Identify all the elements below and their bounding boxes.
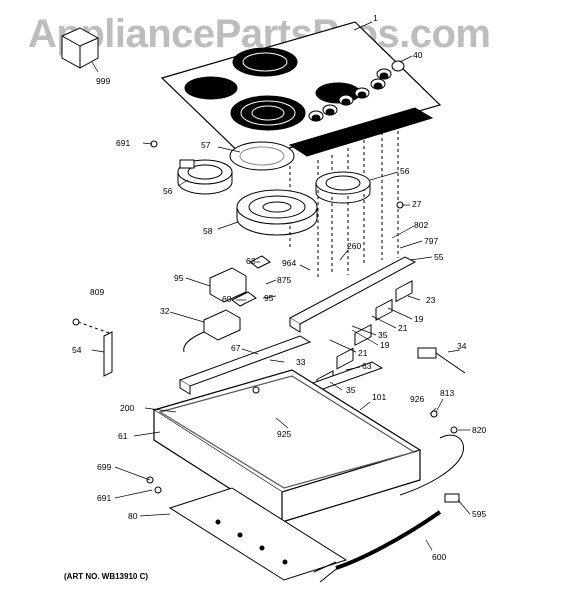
callout-101: 101 xyxy=(372,392,386,402)
callout-19-right: 19 xyxy=(414,314,424,324)
part-999-box xyxy=(61,27,99,69)
wire-harness-595 xyxy=(399,434,464,503)
callout-labels: 999 1 40 691 57 56 56 27 58 802 797 260 … xyxy=(72,13,486,562)
callout-964: 964 xyxy=(282,258,296,268)
callout-35-top: 35 xyxy=(378,330,388,340)
control-knobs xyxy=(308,60,405,122)
terminal-block-34 xyxy=(417,347,466,374)
callout-802: 802 xyxy=(414,220,428,230)
callout-67: 67 xyxy=(231,343,241,353)
glass-cooktop xyxy=(160,21,442,161)
callout-691-bottom: 691 xyxy=(97,493,111,503)
bracket-60 xyxy=(231,291,257,307)
cooktop-base-box xyxy=(152,369,422,524)
leader-lines xyxy=(91,21,471,551)
callout-925: 925 xyxy=(277,429,291,439)
bracket-95 xyxy=(209,267,247,303)
callout-1: 1 xyxy=(373,13,378,23)
callout-999: 999 xyxy=(96,76,110,86)
callout-595: 595 xyxy=(472,509,486,519)
radiant-element-58 xyxy=(236,189,318,236)
radiant-element-56-left xyxy=(177,159,233,195)
callout-54: 54 xyxy=(72,345,82,355)
callout-699: 699 xyxy=(97,462,111,472)
callout-33: 33 xyxy=(296,357,306,367)
switch-32 xyxy=(183,309,241,353)
callout-260: 260 xyxy=(347,241,361,251)
bracket-55 xyxy=(288,256,417,333)
callout-600: 600 xyxy=(432,552,446,562)
callout-61: 61 xyxy=(118,431,128,441)
callout-60: 60 xyxy=(222,294,232,304)
screws xyxy=(72,140,458,494)
callout-40: 40 xyxy=(413,50,423,60)
callout-56-right: 56 xyxy=(400,166,410,176)
callout-200: 200 xyxy=(120,403,134,413)
callout-21-right: 21 xyxy=(398,323,408,333)
power-cord-600 xyxy=(313,510,442,583)
callout-27: 27 xyxy=(412,199,422,209)
callout-62: 62 xyxy=(246,256,256,266)
callout-80: 80 xyxy=(128,511,138,521)
callout-56-left: 56 xyxy=(163,186,173,196)
callout-34: 34 xyxy=(457,341,467,351)
callout-23: 23 xyxy=(426,295,436,305)
radiant-element-57 xyxy=(229,141,295,171)
callout-35-bottom: 35 xyxy=(346,385,356,395)
bracket-54 xyxy=(103,331,113,377)
callout-809: 809 xyxy=(90,287,104,297)
callout-813: 813 xyxy=(440,388,454,398)
callout-95-left: 95 xyxy=(174,273,184,283)
callout-32: 32 xyxy=(160,306,170,316)
callout-55: 55 xyxy=(434,252,444,262)
callout-63: 63 xyxy=(362,361,372,371)
callout-21-left: 21 xyxy=(358,348,368,358)
callout-95-right: 95 xyxy=(264,293,274,303)
callout-57: 57 xyxy=(201,140,211,150)
bottom-plate-80 xyxy=(168,487,348,581)
callout-691-top: 691 xyxy=(116,138,130,148)
callout-820: 820 xyxy=(472,425,486,435)
callout-19-left: 19 xyxy=(380,340,390,350)
callout-926: 926 xyxy=(410,394,424,404)
rail-67 xyxy=(178,335,312,395)
callout-875: 875 xyxy=(277,275,291,285)
radiant-element-56-right xyxy=(315,171,371,204)
infinite-switches xyxy=(316,280,413,393)
art-number: (ART NO. WB13910 C) xyxy=(64,572,149,581)
callout-58: 58 xyxy=(203,226,213,236)
callout-797: 797 xyxy=(424,236,438,246)
